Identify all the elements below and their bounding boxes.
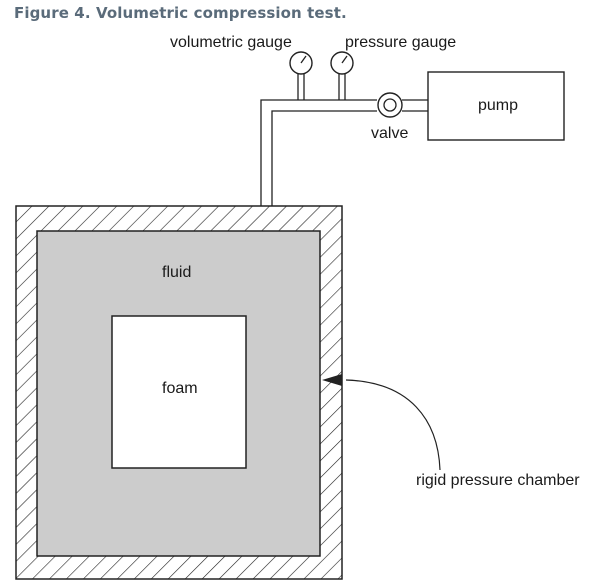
valve-label: valve [371,125,408,142]
pipe [260,99,428,206]
chamber-pointer-arrow [322,374,441,471]
figure-caption: Figure 4. Volumetric compression test. [14,4,347,22]
pressure-gauge-label: pressure gauge [345,34,456,51]
valve-icon [377,92,403,118]
volumetric-gauge-icon [289,51,313,75]
pressure-gauge-icon [330,51,354,75]
foam-label: foam [162,380,198,397]
fluid-label: fluid [162,264,191,281]
gauge-stems [297,74,346,100]
foam-specimen [111,315,247,469]
pump-label: pump [478,97,518,114]
volumetric-gauge-label: volumetric gauge [170,34,292,51]
rigid-pressure-chamber-label: rigid pressure chamber [416,472,580,489]
pump-box [427,71,565,141]
